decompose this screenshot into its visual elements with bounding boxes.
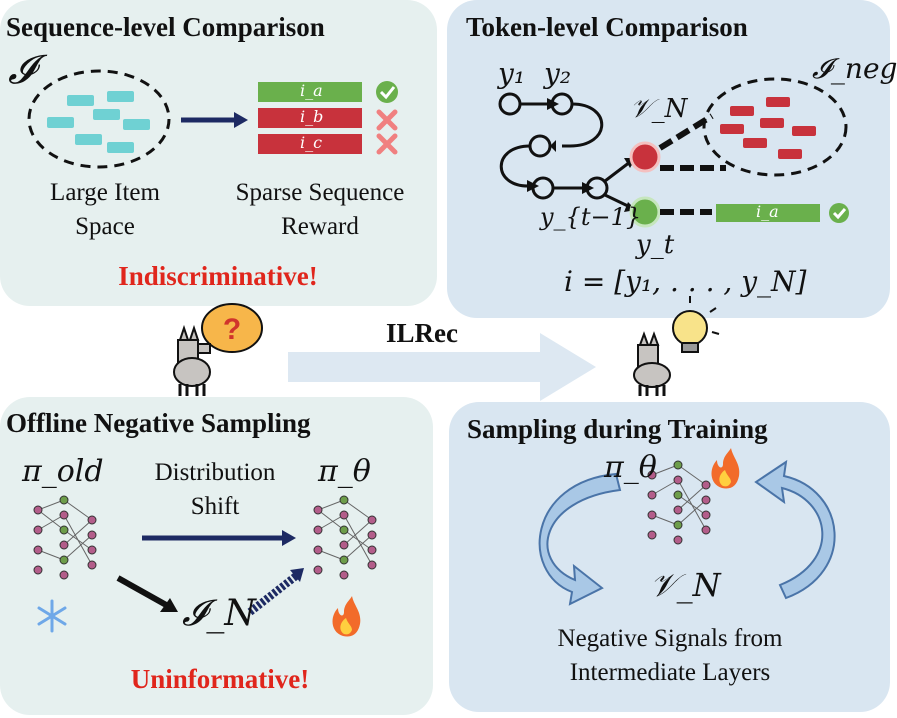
token-ineg: 𝓘_neg [812,52,897,85]
token-level-panel [447,0,890,318]
seq-title: Sequence-level Comparison [6,12,325,42]
cycle-arrow-left [538,472,622,606]
item-space-label-2: Space [75,213,135,240]
offline-negative-sampling-panel [0,397,433,715]
fire-icon [332,596,361,637]
train-caption-2: Intermediate Layers [569,659,771,686]
off-verdict: Uninformative! [130,664,310,694]
sequence-level-panel [0,0,437,306]
seq-verdict: Indiscriminative! [118,261,318,291]
pi-old: π_old [22,454,104,489]
shift-label-2: Shift [190,493,240,520]
network-old-icon [33,495,97,580]
item-ia: i_a [300,81,323,100]
item-space-label-1: Large Item [50,179,160,206]
snowflake-icon [37,599,67,633]
shift-label-1: Distribution [154,459,276,486]
token-yt: y_t [636,230,675,260]
network-training-icon [647,460,711,545]
item-ic: i_c [300,133,323,152]
fire-icon-training [711,448,740,489]
reward-label-1: Sparse Sequence [235,179,405,206]
svg-text:?: ? [223,313,241,346]
tok-title: Token-level Comparison [466,12,748,42]
negative-set-in: 𝓘_N [182,593,256,634]
token-yt-1: y_{t−1} [540,203,642,231]
token-formula: i = [y₁, . . . , y_N] [564,265,807,298]
vn-training: 𝒱_N [650,566,721,604]
item-space-symbol: 𝓘 [8,47,36,93]
pi-theta-training: π_θ [604,450,657,485]
token-item-ia: i_a [756,202,779,221]
pi-theta-offline: π_θ [318,454,371,489]
token-y2: y₂ [544,57,572,90]
reward-label-2: Reward [281,213,359,240]
item-ib: i_b [300,107,324,126]
cycle-arrow-right [754,459,836,600]
network-theta-icon [313,495,377,580]
train-caption-1: Negative Signals from [557,625,783,652]
token-y1: y₁ [498,57,526,90]
train-title: Sampling during Training [467,414,768,444]
off-title: Offline Negative Sampling [6,408,311,438]
ilrec-label: ILRec [386,318,458,348]
token-vn: 𝒱_N [630,94,688,124]
